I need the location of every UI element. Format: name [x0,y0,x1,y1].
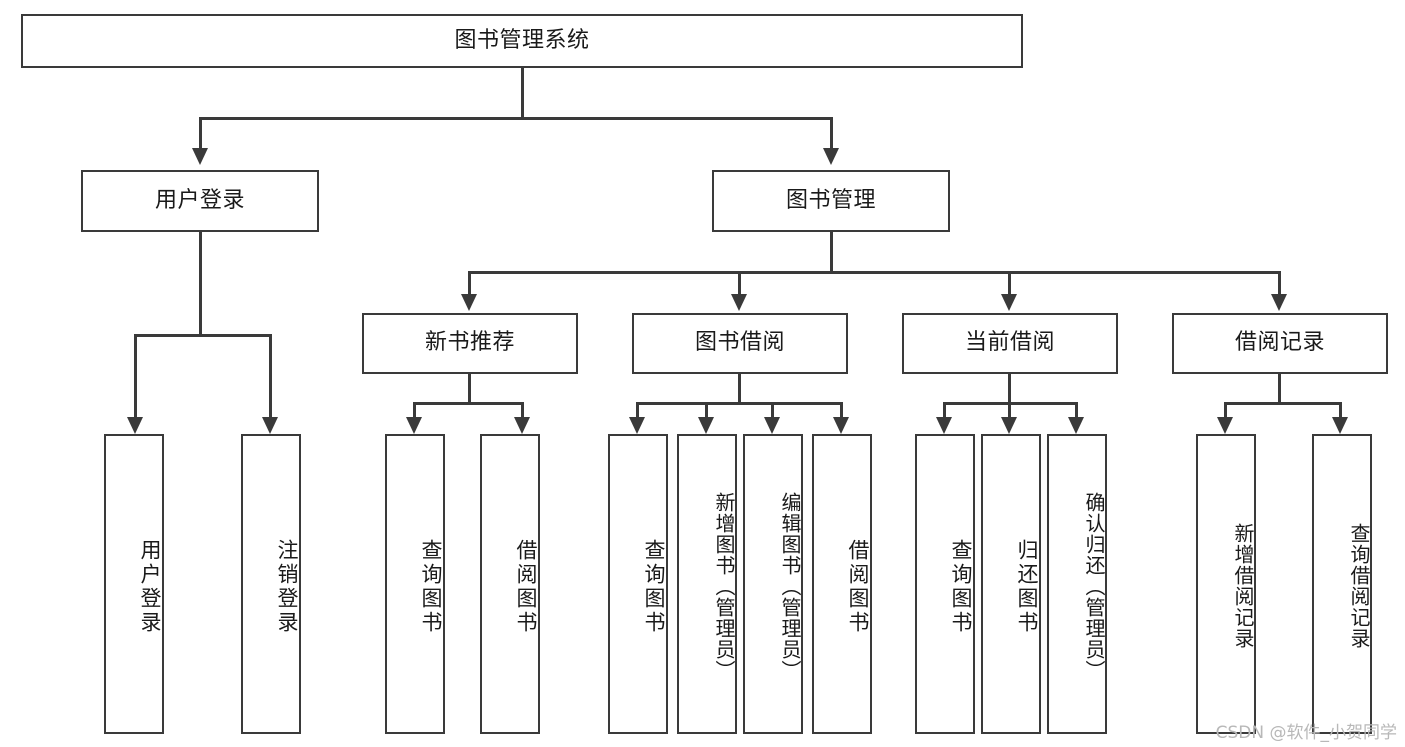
node-leaf-query-book-2-label: 查询图书 [642,539,666,635]
connector-borrow-record-drop-2 [1339,402,1342,418]
arrowhead-leaf-edit-book [764,417,780,434]
arrowhead-book-manage [823,148,839,165]
arrowhead-leaf-user-login [127,417,143,434]
arrowhead-leaf-add-record [1217,417,1233,434]
node-leaf-add-book[interactable]: 新增图书（管理员） [677,434,737,734]
node-leaf-query-record[interactable]: 查询借阅记录 [1312,434,1372,734]
connector-to-book-borrow [738,271,741,296]
connector-book-borrow-stem [738,374,741,404]
arrowhead-leaf-return-book [1001,417,1017,434]
node-leaf-query-book-1-label: 查询图书 [419,539,443,635]
node-leaf-user-login-label: 用户登录 [138,539,162,635]
node-leaf-user-login[interactable]: 用户登录 [104,434,164,734]
node-leaf-add-book-label: 新增图书（管理员） [712,491,736,681]
arrowhead-leaf-logout [262,417,278,434]
node-root-label: 图书管理系统 [454,27,590,53]
arrowhead-leaf-query-book-2 [629,417,645,434]
arrowhead-leaf-confirm-return [1068,417,1084,434]
node-leaf-borrow-book-2-label: 借阅图书 [846,539,870,635]
connector-to-new-book-rec [468,271,471,296]
node-leaf-confirm-return[interactable]: 确认归还（管理员） [1047,434,1107,734]
connector-to-user-login [199,117,202,149]
node-leaf-logout[interactable]: 注销登录 [241,434,301,734]
node-new-book-rec[interactable]: 新书推荐 [362,313,578,374]
node-leaf-query-record-label: 查询借阅记录 [1347,523,1371,649]
connector-to-borrow-record [1278,271,1281,296]
connector-new-book-rec-drop-2 [521,402,524,418]
watermark-text: CSDN @软件_小贺同学 [1215,723,1397,743]
node-current-borrow[interactable]: 当前借阅 [902,313,1118,374]
node-leaf-confirm-return-label: 确认归还（管理员） [1082,491,1106,681]
connector-borrow-record-drop-1 [1224,402,1227,418]
connector-new-book-rec-drop-1 [413,402,416,418]
node-new-book-rec-label: 新书推荐 [424,330,515,356]
node-root[interactable]: 图书管理系统 [21,14,1023,68]
arrowhead-current-borrow [1001,294,1017,311]
node-book-borrow[interactable]: 图书借阅 [632,313,848,374]
node-leaf-borrow-book-1[interactable]: 借阅图书 [480,434,540,734]
connector-new-book-rec-stem [468,374,471,404]
node-borrow-record[interactable]: 借阅记录 [1172,313,1388,374]
connector-borrow-record-stem [1278,374,1281,404]
connector-borrow-record-bar [1224,402,1342,405]
arrowhead-borrow-record [1271,294,1287,311]
connector-current-borrow-drop-1 [943,402,946,418]
node-user-login[interactable]: 用户登录 [81,170,319,232]
connector-current-borrow-stem [1008,374,1011,404]
connector-book-borrow-bar [636,402,843,405]
connector-book-borrow-drop-1 [636,402,639,418]
node-leaf-return-book-label: 归还图书 [1015,539,1039,635]
node-leaf-borrow-book-1-label: 借阅图书 [514,539,538,635]
connector-user-login-bar [134,334,272,337]
connector-level2-bar [199,117,832,120]
connector-book-borrow-drop-4 [840,402,843,418]
node-leaf-query-book-3-label: 查询图书 [949,539,973,635]
connector-new-book-rec-bar [413,402,524,405]
node-leaf-logout-label: 注销登录 [275,539,299,635]
connector-level3-bar [470,271,1281,274]
node-leaf-edit-book[interactable]: 编辑图书（管理员） [743,434,803,734]
node-leaf-return-book[interactable]: 归还图书 [981,434,1041,734]
node-borrow-record-label: 借阅记录 [1234,330,1325,356]
node-leaf-query-book-1[interactable]: 查询图书 [385,434,445,734]
connector-user-login-drop-1 [134,334,137,418]
connector-to-book-manage [830,117,833,149]
node-leaf-query-book-3[interactable]: 查询图书 [915,434,975,734]
node-book-manage-label: 图书管理 [785,187,876,213]
arrowhead-leaf-query-record [1332,417,1348,434]
connector-book-manage-stem [830,232,833,273]
arrowhead-leaf-query-book-3 [936,417,952,434]
node-leaf-edit-book-label: 编辑图书（管理员） [778,491,802,681]
node-leaf-add-record-label: 新增借阅记录 [1231,523,1255,649]
arrowhead-leaf-query-book-1 [406,417,422,434]
node-book-borrow-label: 图书借阅 [694,330,785,356]
connector-current-borrow-drop-3 [1075,402,1078,418]
node-current-borrow-label: 当前借阅 [964,330,1055,356]
connector-to-current-borrow [1008,271,1011,296]
arrowhead-book-borrow [731,294,747,311]
arrowhead-leaf-borrow-book-2 [833,417,849,434]
connector-user-login-stem [199,232,202,334]
connector-book-borrow-drop-3 [771,402,774,418]
arrowhead-user-login [192,148,208,165]
arrowhead-leaf-add-book [698,417,714,434]
node-leaf-query-book-2[interactable]: 查询图书 [608,434,668,734]
connector-user-login-drop-2 [269,334,272,418]
node-book-manage[interactable]: 图书管理 [712,170,950,232]
arrowhead-new-book-rec [461,294,477,311]
connector-current-borrow-drop-2 [1008,402,1011,418]
node-leaf-borrow-book-2[interactable]: 借阅图书 [812,434,872,734]
node-leaf-add-record[interactable]: 新增借阅记录 [1196,434,1256,734]
connector-root-stem [521,68,524,117]
connector-book-borrow-drop-2 [705,402,708,418]
node-user-login-label: 用户登录 [154,187,245,213]
arrowhead-leaf-borrow-book-1 [514,417,530,434]
